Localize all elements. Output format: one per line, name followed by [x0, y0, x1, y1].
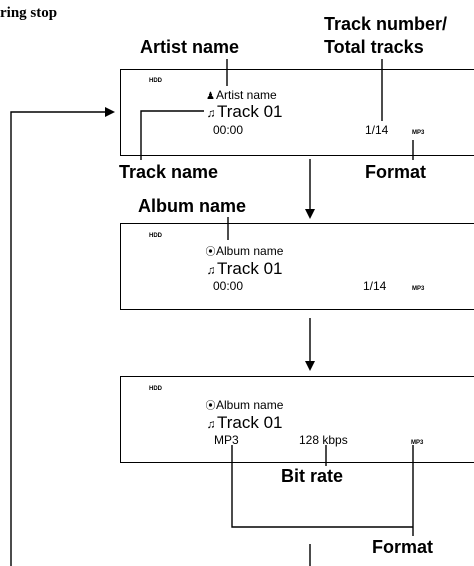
- time-display: 00:00: [213, 279, 244, 293]
- artist-name-label: Artist name: [140, 37, 240, 57]
- format-bracket-left: [231, 445, 413, 528]
- track-number-label-line1: Track number/: [324, 14, 448, 34]
- music-note-icon: ♫: [206, 263, 216, 277]
- track-line: ♫Track 01: [205, 413, 283, 434]
- artist-icon: ♟: [206, 91, 215, 102]
- track-line: ♫Track 01: [205, 259, 283, 280]
- format-label-1: Format: [365, 162, 427, 182]
- bit-rate-label: Bit rate: [281, 466, 344, 486]
- display-screen-2: HDD ⦿Album name ♫Track 01 00:00 1/14 MP3: [120, 223, 474, 310]
- hdd-indicator: HDD: [149, 233, 162, 239]
- track-text: Track 01: [217, 102, 283, 121]
- album-line: ⦿Album name: [205, 244, 284, 260]
- track-count: 1/14: [365, 123, 389, 137]
- format-indicator: MP3: [412, 286, 425, 292]
- track-line: ♫Track 01: [205, 102, 283, 123]
- album-line: ⦿Album name: [205, 398, 284, 414]
- disc-icon: ⦿: [205, 401, 216, 412]
- disc-icon: ⦿: [205, 247, 216, 258]
- bitrate-display: 128 kbps: [299, 433, 348, 447]
- format-indicator: MP3: [411, 440, 424, 446]
- artist-line: ♟Artist name: [205, 88, 277, 104]
- format-indicator: MP3: [412, 130, 425, 136]
- time-display: 00:00: [213, 123, 244, 137]
- hdd-indicator: HDD: [149, 386, 162, 392]
- track-count: 1/14: [363, 279, 387, 293]
- track-number-label-line2: Total tracks: [324, 37, 424, 57]
- display-screen-1: HDD ♟Artist name ♫Track 01 00:00 1/14 MP…: [120, 69, 474, 156]
- album-text: Album name: [216, 244, 284, 258]
- artist-text: Artist name: [216, 88, 277, 102]
- music-note-icon: ♫: [206, 106, 216, 120]
- section-title: ring stop: [0, 5, 58, 21]
- codec-display: MP3: [214, 433, 239, 447]
- album-name-label: Album name: [138, 196, 247, 216]
- hdd-indicator: HDD: [149, 78, 162, 84]
- track-name-label: Track name: [119, 162, 219, 182]
- track-text: Track 01: [217, 413, 283, 432]
- music-note-icon: ♫: [206, 417, 216, 431]
- album-text: Album name: [216, 398, 284, 412]
- display-screen-3: HDD ⦿Album name ♫Track 01 MP3 128 kbps M…: [120, 376, 474, 463]
- track-text: Track 01: [217, 259, 283, 278]
- loop-back-arrow: [10, 107, 115, 566]
- track-name-leader: [140, 110, 204, 160]
- format-label-2: Format: [372, 537, 434, 557]
